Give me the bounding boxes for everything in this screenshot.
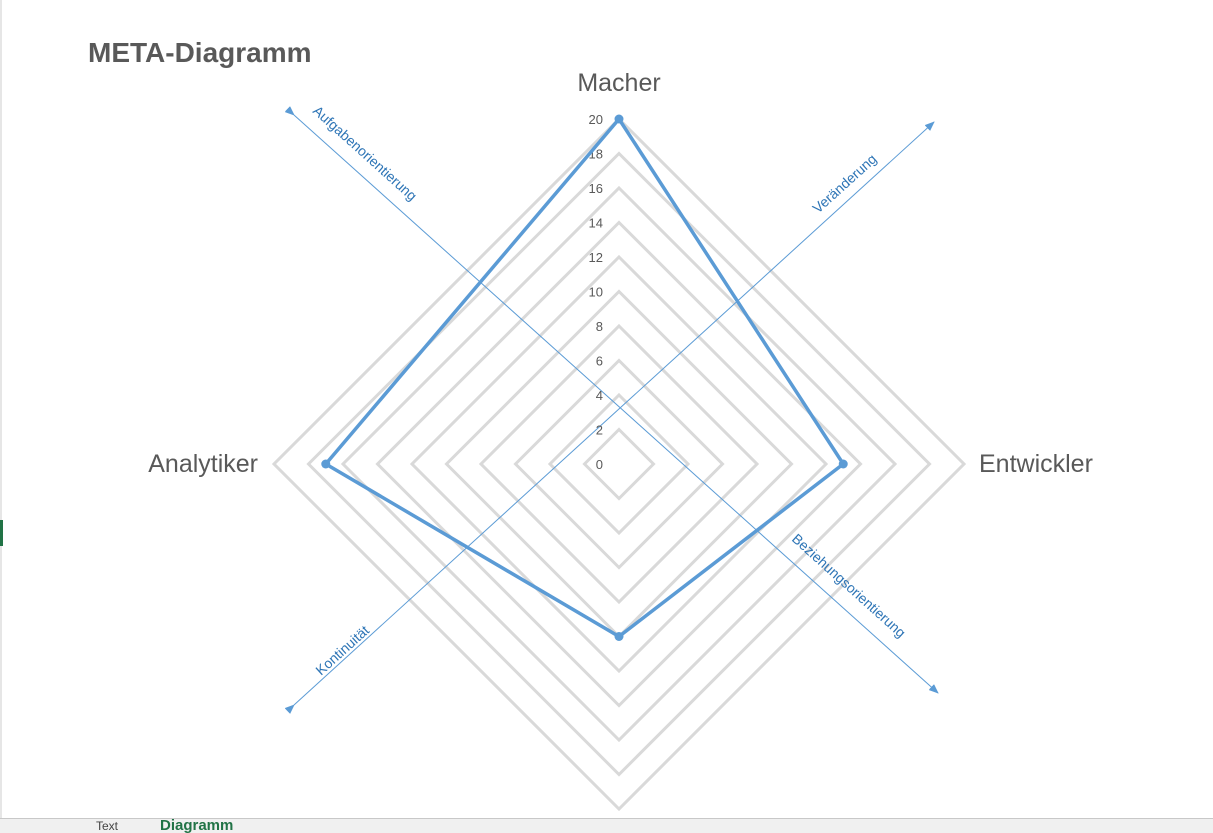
- radar-grid: [271, 116, 967, 812]
- tick-label-0: 0: [596, 457, 603, 472]
- diagonal-label-top-left: Aufgabenorientierung: [310, 102, 420, 203]
- axis-title-entwickler: Entwickler: [979, 450, 1093, 478]
- series-0-point-2: [614, 632, 624, 641]
- tick-label-6: 6: [596, 354, 603, 369]
- tick-label-10: 10: [589, 285, 603, 300]
- tick-label-12: 12: [589, 250, 603, 265]
- grid-ring-4: [547, 392, 691, 536]
- tick-label-4: 4: [596, 388, 603, 403]
- series-0-point-0: [614, 114, 624, 124]
- active-row-marker: [0, 520, 3, 546]
- diagonal-label-bottom-left: Kontinuität: [312, 622, 372, 678]
- diagonal-arrows: [284, 106, 939, 715]
- axis-title-analytiker: Analytiker: [148, 450, 258, 478]
- series-0-point-3: [321, 459, 331, 469]
- tick-label-14: 14: [589, 216, 603, 231]
- grid-ring-18: [306, 151, 932, 777]
- sheet-tab-text[interactable]: Text: [96, 819, 119, 833]
- grid-ring-12: [409, 254, 829, 674]
- sheet-tab-bar: Text Diagramm: [0, 818, 1213, 833]
- row-header-gutter: [0, 0, 2, 818]
- tick-label-8: 8: [596, 319, 603, 334]
- tick-label-2: 2: [596, 423, 603, 438]
- chart-title: META-Diagramm: [88, 37, 312, 68]
- diagonal-label-top-right: Veränderung: [809, 151, 879, 217]
- diagonal-arrow-asc: [284, 121, 935, 715]
- sheet-tab-diagramm[interactable]: Diagramm: [160, 819, 234, 833]
- diagonal-arrow-desc: [284, 106, 939, 694]
- grid-ring-6: [513, 358, 725, 570]
- axis-title-macher: Macher: [577, 69, 660, 97]
- series-layer: [321, 114, 848, 641]
- series-0-point-1: [838, 459, 848, 469]
- tick-label-16: 16: [589, 181, 603, 196]
- tick-label-20: 20: [589, 112, 603, 127]
- grid-ring-16: [340, 185, 898, 743]
